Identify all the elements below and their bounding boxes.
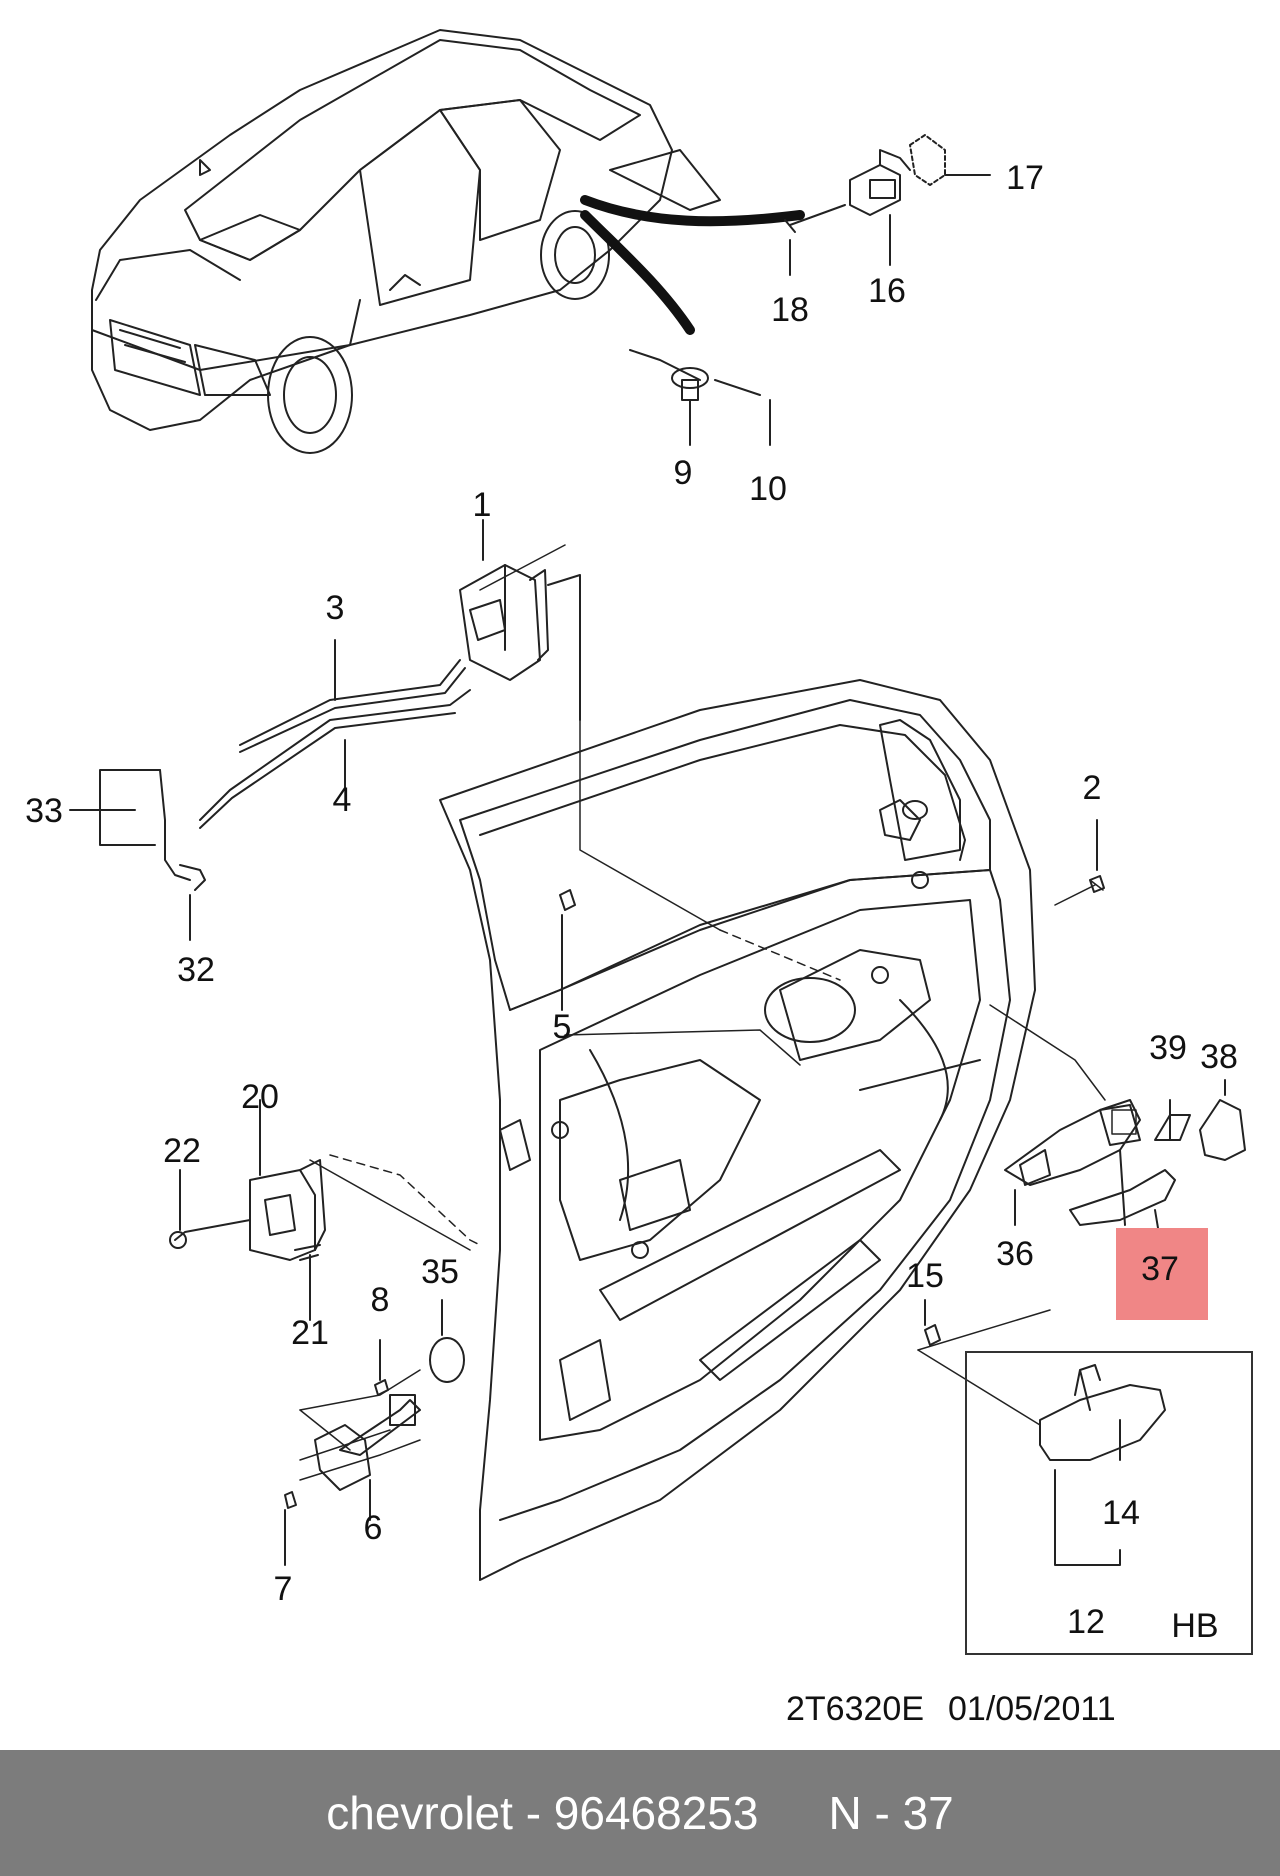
- callout-12: 12: [1067, 1603, 1105, 1641]
- callout-10: 10: [749, 470, 787, 508]
- variant-box-label: HB: [1171, 1607, 1219, 1645]
- callout-5: 5: [552, 1008, 572, 1046]
- callout-1: 1: [472, 486, 492, 524]
- callout-38: 38: [1200, 1038, 1238, 1076]
- callout-4: 4: [332, 781, 352, 819]
- handle-variant-hb: [1039, 1364, 1166, 1566]
- footer-ref-label: N - 37: [828, 1787, 954, 1839]
- callout-14: 14: [1102, 1494, 1140, 1532]
- footer-bar: chevrolet - 96468253 N - 37: [0, 1750, 1280, 1876]
- callout-16: 16: [868, 272, 906, 310]
- callout-6: 6: [363, 1509, 383, 1547]
- variant-box-hb: [965, 1351, 1253, 1655]
- door-lock-assembly: [69, 519, 581, 941]
- drawing-date: 01/05/2011: [948, 1690, 1116, 1728]
- callout-8: 8: [370, 1281, 390, 1319]
- car-illustration: [91, 29, 721, 454]
- callout-17: 17: [1006, 159, 1044, 197]
- callout-18: 18: [771, 291, 809, 329]
- callout-7: 7: [273, 1570, 293, 1608]
- callout-22: 22: [163, 1132, 201, 1170]
- rear-door-panel: [439, 679, 1036, 1581]
- footer-part-label: chevrolet - 96468253: [326, 1787, 759, 1839]
- callout-35: 35: [421, 1253, 459, 1291]
- callout-20: 20: [241, 1078, 279, 1116]
- door-switch: [629, 349, 771, 446]
- fasteners: [284, 819, 1105, 1566]
- leader-swoosh-hinge: [580, 195, 805, 227]
- outside-handle-assembly: [1004, 1079, 1246, 1229]
- callout-33: 33: [25, 792, 63, 830]
- highlight-part-37: [1116, 1228, 1208, 1320]
- leader-swoosh-switch: [580, 210, 695, 335]
- door-check-link: [314, 1394, 421, 1521]
- callout-37: 37: [1141, 1250, 1179, 1288]
- hinge-assembly: [784, 134, 991, 276]
- callout-2: 2: [1082, 769, 1102, 807]
- callout-15: 15: [906, 1257, 944, 1295]
- drawing-reference: 2T6320E 01/05/2011: [786, 1690, 1140, 1729]
- callout-9: 9: [673, 454, 693, 492]
- callout-36: 36: [996, 1235, 1034, 1273]
- callout-39: 39: [1149, 1029, 1187, 1067]
- callout-21: 21: [291, 1314, 329, 1352]
- callout-3: 3: [325, 589, 345, 627]
- exploded-parts-diagram: [69, 29, 1246, 1581]
- lower-hinge: [169, 1099, 326, 1261]
- door-plug: [429, 1299, 465, 1383]
- leader-lines: [299, 544, 1106, 1481]
- callout-32: 32: [177, 951, 215, 989]
- drawing-code: 2T6320E: [786, 1690, 924, 1728]
